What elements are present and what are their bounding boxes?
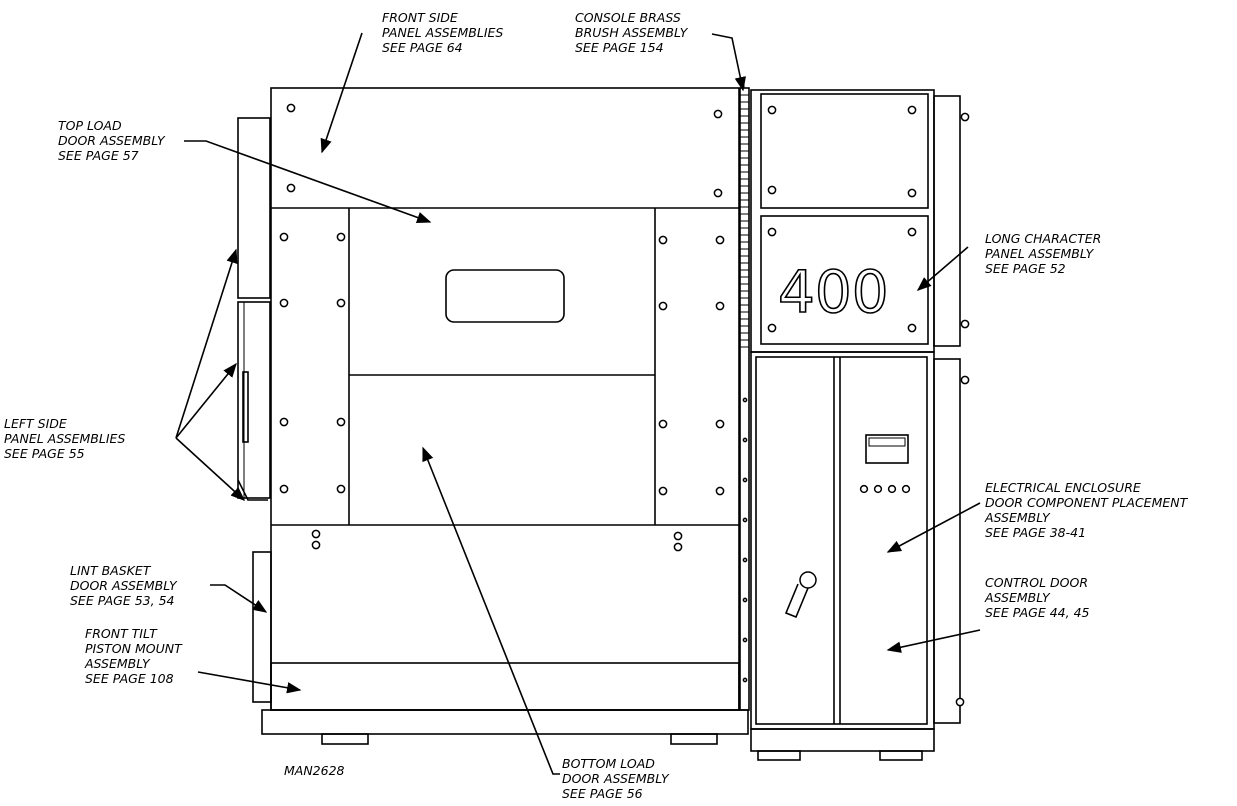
panel-number: 400 bbox=[778, 258, 889, 326]
console bbox=[750, 89, 961, 761]
door-handle-icon bbox=[784, 583, 809, 619]
main-body bbox=[261, 87, 749, 745]
callout-console-brass: CONSOLE BRASS BRUSH ASSEMBLY SEE PAGE 15… bbox=[575, 10, 691, 55]
control-button-icon bbox=[873, 484, 883, 494]
console-holes bbox=[767, 105, 970, 707]
callout-top-load: TOP LOAD DOOR ASSEMBLY SEE PAGE 57 bbox=[58, 118, 169, 163]
callout-front-tilt: FRONT TILT PISTON MOUNT ASSEMBLY SEE PAG… bbox=[84, 626, 186, 686]
callout-front-side: FRONT SIDE PANEL ASSEMBLIES SEE PAGE 64 bbox=[382, 10, 507, 55]
callout-left-side: LEFT SIDE PANEL ASSEMBLIES SEE PAGE 55 bbox=[4, 416, 129, 461]
control-button-icon bbox=[887, 484, 897, 494]
callout-long-character: LONG CHARACTER PANEL ASSEMBLY SEE PAGE 5… bbox=[985, 231, 1105, 276]
top-door-window bbox=[445, 269, 565, 323]
control-button-icon bbox=[901, 484, 911, 494]
drawing-id: MAN2628 bbox=[284, 763, 345, 778]
door-lock-icon bbox=[799, 571, 817, 589]
callout-bottom-load: BOTTOM LOAD DOOR ASSEMBLY SEE PAGE 56 bbox=[562, 756, 673, 801]
callout-lint-basket: LINT BASKET DOOR ASSEMBLY SEE PAGE 53, 5… bbox=[70, 563, 181, 608]
brass-brush-strip bbox=[739, 78, 750, 711]
main-body-holes bbox=[279, 103, 725, 552]
left-side-panels bbox=[237, 117, 272, 703]
leader-lines bbox=[175, 32, 981, 775]
callout-electrical: ELECTRICAL ENCLOSURE DOOR COMPONENT PLAC… bbox=[984, 480, 1191, 540]
control-button-icon bbox=[859, 484, 869, 494]
callout-control-door: CONTROL DOOR ASSEMBLY SEE PAGE 44, 45 bbox=[984, 575, 1092, 620]
